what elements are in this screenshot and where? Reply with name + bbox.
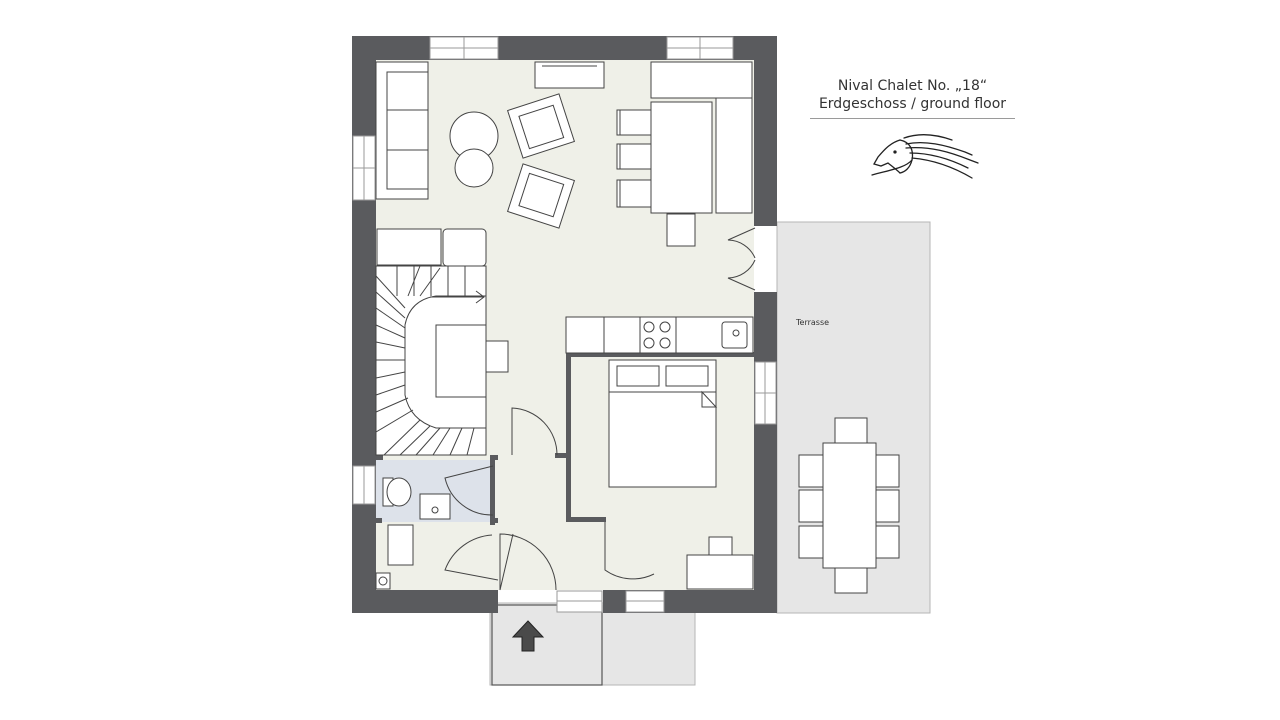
horse-head-icon [871, 134, 979, 179]
bench [376, 228, 442, 266]
doors [444, 227, 756, 591]
armchair-dark [442, 228, 487, 267]
windows [352, 36, 777, 613]
desk [686, 554, 754, 590]
living-furniture [375, 61, 753, 267]
sideboard [650, 61, 753, 99]
kitchen [565, 316, 754, 354]
entrance-mat [491, 604, 603, 686]
terrace-furniture [798, 417, 900, 594]
side-table-small [454, 148, 494, 188]
inner-walls [376, 352, 754, 525]
terrace-label: Terrasse [796, 318, 830, 327]
entrance-arrow-icon [511, 620, 545, 652]
plan-subtitle: Erdgeschoss / ground floor [818, 96, 1007, 112]
bathroom [375, 477, 451, 590]
title-divider [810, 118, 1015, 119]
plan-title: Nival Chalet No. „18“ [837, 78, 988, 94]
cabinet [715, 97, 753, 214]
dining-table-inside [650, 101, 713, 214]
bedroom [608, 359, 754, 590]
entrance-porch [489, 602, 696, 686]
staircase [375, 265, 509, 456]
dining-table-terrace [822, 442, 877, 569]
